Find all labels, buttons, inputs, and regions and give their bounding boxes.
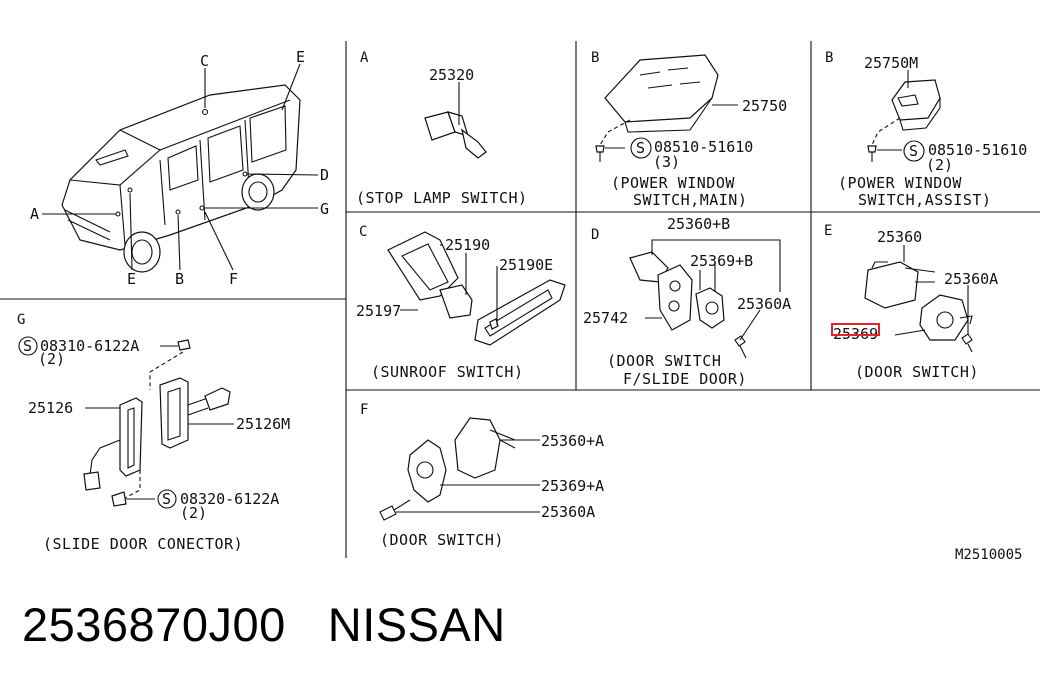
grid-lines [0,41,1040,558]
qty-main: (3) [653,153,680,171]
part-08510-51610-main: 08510-51610 [654,138,753,156]
part-25360a-e: 25360A [944,270,998,288]
part-25126m: 25126M [236,415,290,433]
part-25360a-d: 25360A [737,295,791,313]
screw-symbol-b-assist: S [909,142,918,160]
part-25360-plus-a: 25360+A [541,432,604,450]
part-25750m: 25750M [864,54,918,72]
part-25360-plus-b: 25360+B [667,215,730,233]
section-letter-b-main: B [591,50,599,66]
section-letter-f: F [360,402,368,418]
part-25750: 25750 [742,97,787,115]
part-25369-plus-a: 25369+A [541,477,604,495]
screw-symbol-g-top: S [23,337,32,355]
caption-sunroof-switch: (SUNROOF SWITCH) [371,363,524,381]
section-letter-g: G [17,312,25,328]
section-letter-a: A [360,50,369,66]
qty-g-bottom: (2) [180,504,207,522]
part-number: 2536870J00 [22,598,286,651]
part-25360-e: 25360 [877,228,922,246]
part-25190: 25190 [445,236,490,254]
car-label-e-top: E [296,48,305,66]
part-25369-plus-b: 25369+B [690,252,753,270]
vehicle-overview: C E D A G E B F [30,48,329,288]
screw-symbol-g-bottom: S [162,490,171,508]
caption-power-window-assist-2: SWITCH,ASSIST) [858,191,991,209]
caption-power-window-assist-1: (POWER WINDOW [838,174,962,192]
caption-door-switch-slide-1: (DOOR SWITCH [607,352,721,370]
caption-door-switch-slide-2: F/SLIDE DOOR) [623,370,747,388]
caption-door-switch-f: (DOOR SWITCH) [380,531,504,549]
car-label-a: A [30,205,39,223]
caption-power-window-main-2: SWITCH,MAIN) [633,191,747,209]
highlight-box [831,323,880,336]
part-25126: 25126 [28,399,73,417]
car-label-f: F [229,270,238,288]
part-25742: 25742 [583,309,628,327]
diagram-ref-code: M2510005 [955,547,1022,563]
section-f-door-switch: F 25360+A 25369+A 25360A (DOOR SWITCH) [360,402,604,549]
car-label-c: C [200,52,209,70]
part-25360a-f: 25360A [541,503,595,521]
section-g-slide-door-connector: G S 08310-6122A (2) S 25126 25126M 08320… [17,312,290,553]
caption-slide-door-connector: (SLIDE DOOR CONECTOR) [43,535,243,553]
section-letter-e: E [824,223,832,239]
part-25320: 25320 [429,66,474,84]
section-letter-d: D [591,227,599,243]
part-08320-6122a: 08320-6122A [180,490,279,508]
section-e-door-switch: E 25360 25360A 25369 (DOOR SWITCH) [824,223,998,381]
section-b-power-window-main: B S 25750 08510-51610 (3) (POWER WINDOW … [591,50,787,209]
section-a-stop-lamp-switch: A 25320 (STOP LAMP SWITCH) [356,50,528,207]
part-25197: 25197 [356,302,401,320]
section-letter-b-assist: B [825,50,833,66]
car-label-b: B [175,270,184,288]
section-c-sunroof-switch: C 25190 25190E 25197 (SUNROOF SWITCH) [356,224,566,381]
footer: 2536870J00 NISSAN [22,597,506,652]
car-label-g: G [320,200,329,218]
parts-diagram: C E D A G E B F A 25320 (STOP LAMP SWITC… [0,41,1040,563]
car-label-e-bottom: E [127,270,136,288]
caption-power-window-main-1: (POWER WINDOW [611,174,735,192]
part-25190e: 25190E [499,256,553,274]
part-08310-6122a: 08310-6122A [40,337,139,355]
caption-stop-lamp-switch: (STOP LAMP SWITCH) [356,189,528,207]
car-label-d: D [320,166,329,184]
section-b-power-window-assist: B S 25750M 08510-51610 (2) (POWER WINDOW… [825,50,1027,209]
brand-name: NISSAN [327,598,506,651]
qty-assist: (2) [926,156,953,174]
caption-door-switch-e: (DOOR SWITCH) [855,363,979,381]
qty-g-top: (2) [38,350,65,368]
part-08510-51610-assist: 08510-51610 [928,141,1027,159]
section-d-door-switch-slide: D 25360+B 25369+B 25742 25360A (DOOR SWI… [583,215,791,388]
section-letter-c: C [359,224,367,240]
screw-symbol-b-main: S [636,139,645,157]
